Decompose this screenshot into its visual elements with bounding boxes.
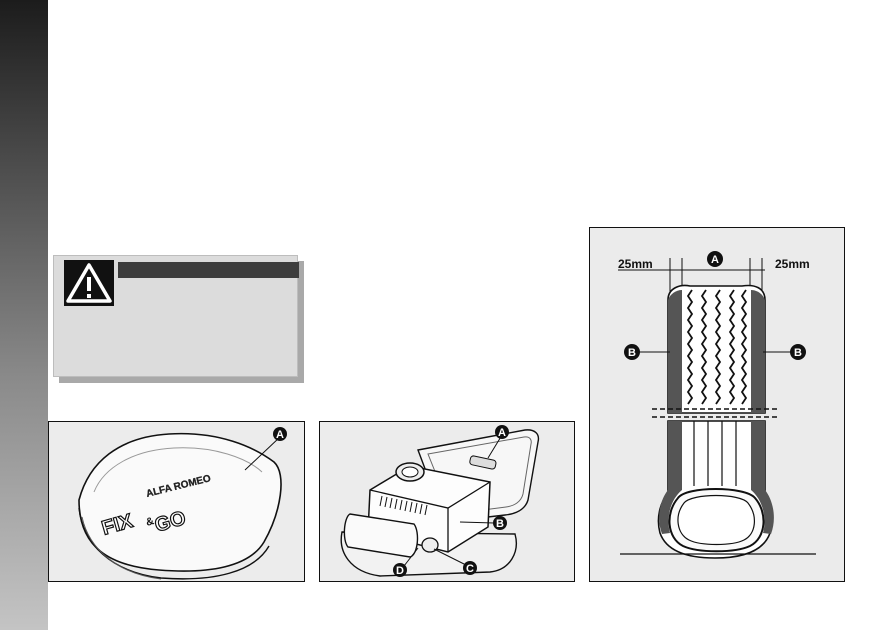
kit-brand-amp: & bbox=[145, 515, 156, 529]
page-sidebar-band bbox=[0, 0, 48, 630]
callout-d-label: D bbox=[396, 565, 404, 577]
callout-c-label: C bbox=[466, 563, 474, 575]
compressor-illustration: A B C D bbox=[340, 425, 540, 577]
callout-a-label: A bbox=[276, 429, 284, 441]
warning-triangle-icon bbox=[64, 260, 114, 306]
callout-b-left-label: B bbox=[628, 347, 636, 359]
callout-a-label: A bbox=[498, 427, 506, 439]
tyre-illustration: 25mm 25mm A B bbox=[618, 251, 816, 559]
dimension-left-label: 25mm bbox=[618, 257, 653, 271]
dimension-right-label: 25mm bbox=[775, 257, 810, 271]
figure-tyre-section: 25mm 25mm A B bbox=[589, 227, 845, 582]
callout-a-label: A bbox=[711, 254, 719, 266]
callout-b-right-label: B bbox=[794, 347, 802, 359]
kit-case-illustration: ALFA ROMEO FIX & GO A bbox=[78, 427, 287, 580]
warning-header-bar bbox=[118, 262, 299, 278]
callout-a-marker bbox=[273, 427, 287, 441]
figure-fixgo-kit: ALFA ROMEO FIX & GO A bbox=[48, 421, 305, 582]
callout-b-label: B bbox=[496, 518, 504, 530]
figure-compressor: A B C D bbox=[319, 421, 575, 582]
callout-a-marker bbox=[707, 251, 723, 267]
